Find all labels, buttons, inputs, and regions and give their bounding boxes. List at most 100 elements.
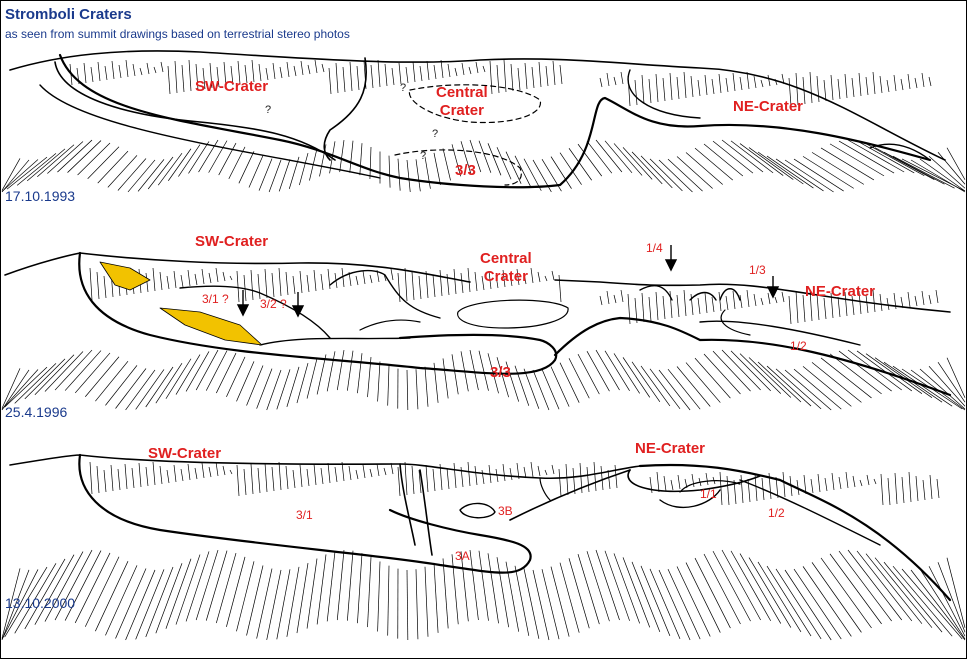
wall-hatch-line — [222, 465, 226, 476]
hatch-line — [658, 569, 691, 641]
wall-hatch-line — [613, 76, 617, 86]
panel-1996-crater-3-1-label: 3/1 ? — [202, 292, 229, 306]
hatch-line — [586, 351, 610, 392]
wall-hatch-line — [809, 289, 813, 322]
hatch-line — [712, 550, 751, 622]
panel-1996-crater-1-4-label: 1/4 — [646, 241, 663, 255]
wall-hatch-line — [187, 269, 191, 287]
hatch-line — [1, 158, 21, 191]
hatch-line — [523, 568, 540, 639]
hatch-line — [811, 362, 862, 403]
wall-hatch-line — [552, 60, 556, 86]
wall-hatch-line — [858, 72, 862, 97]
hatch-line — [195, 349, 219, 391]
wall-hatch-line — [244, 64, 248, 84]
wall-hatch-line — [879, 75, 883, 94]
wall-hatch-line — [838, 476, 842, 490]
wall-hatch-line — [258, 63, 262, 82]
hatch-line — [359, 143, 363, 176]
hatch-line — [550, 566, 570, 637]
hatch-line — [74, 352, 111, 394]
hatch-line — [195, 549, 219, 621]
wall-hatch-line — [250, 463, 254, 495]
wall-hatch-line — [110, 464, 114, 492]
panel-2000-crater-3b-label: 3B — [498, 504, 513, 518]
panel-1993-crater-3-3-label: 3/3 — [455, 162, 476, 179]
wall-hatch-line — [104, 65, 108, 81]
wall-hatch-line — [894, 472, 898, 505]
wall-hatch-line — [503, 59, 507, 93]
hatch-line — [829, 353, 882, 395]
hatch-line — [604, 350, 630, 391]
wall-hatch-line — [531, 66, 535, 89]
hatch-line — [730, 350, 771, 392]
wall-hatch-line — [620, 71, 624, 85]
hatch-line — [460, 551, 469, 622]
wall-hatch-line — [383, 467, 387, 476]
hatch-line — [523, 368, 540, 409]
wall-hatch-line — [173, 464, 177, 483]
hatch-line — [622, 557, 651, 628]
wall-hatch-line — [292, 275, 296, 295]
hatch-line — [784, 569, 832, 641]
hatch-line — [757, 561, 802, 633]
wall-hatch-line — [740, 474, 744, 504]
hatch-line — [685, 362, 721, 403]
wall-hatch-line — [922, 479, 926, 501]
hatch-line — [622, 357, 651, 398]
panel-1993-sw-crater-label: SW-Crater — [195, 78, 269, 95]
wall-hatch-line — [725, 77, 729, 93]
hatch-line — [388, 155, 391, 188]
wall-hatch-line — [215, 461, 219, 477]
wall-hatch-line — [180, 468, 184, 482]
wall-hatch-line — [886, 79, 890, 93]
hatch-line — [256, 368, 273, 409]
wall-hatch-line — [656, 471, 660, 493]
hatch-line — [919, 568, 966, 640]
hatch-line — [1, 369, 39, 410]
wall-hatch-line — [370, 64, 374, 89]
wall-hatch-line — [669, 72, 673, 101]
hatch-line — [838, 350, 892, 392]
hatch-line — [85, 356, 120, 397]
wall-hatch-line — [355, 275, 359, 286]
wall-hatch-line — [236, 270, 240, 303]
wall-hatch-line — [341, 461, 345, 482]
wall-hatch-line — [230, 65, 234, 86]
hatch-line — [95, 561, 129, 632]
hatch-line — [766, 365, 812, 407]
wall-hatch-line — [614, 464, 618, 489]
hatch-line — [739, 143, 784, 176]
wall-hatch-line — [844, 291, 848, 317]
wall-hatch-line — [545, 65, 549, 87]
panel-2000-crater-1-1-label: 1/1 — [700, 487, 717, 501]
hatch-line — [460, 141, 472, 174]
hatch-line — [64, 350, 102, 391]
hatch-line — [487, 143, 502, 176]
hatch-line — [766, 565, 812, 637]
wall-hatch-line — [551, 464, 555, 475]
hatch-line — [336, 549, 345, 621]
wall-hatch-line — [866, 474, 870, 486]
panel-1996-central-crater-label: Central Crater — [480, 250, 532, 285]
wall-hatch-line — [488, 270, 492, 290]
wall-hatch-line — [369, 468, 373, 478]
wall-hatch-line — [96, 465, 100, 494]
wall-hatch-line — [662, 295, 666, 320]
wall-hatch-line — [831, 472, 835, 491]
wall-hatch-line — [223, 61, 227, 87]
wall-hatch-line — [425, 270, 429, 299]
hatch-line — [892, 155, 955, 189]
hatch-line — [316, 354, 327, 395]
wall-hatch-line — [461, 62, 465, 76]
panel-1996-outlines — [4, 251, 952, 397]
hatch-line — [577, 353, 600, 395]
wall-hatch-line — [194, 273, 198, 286]
wall-hatch-line — [209, 62, 213, 89]
wall-hatch-line — [187, 463, 191, 481]
hatch-line — [84, 556, 120, 627]
wall-hatch-line — [599, 295, 603, 306]
wall-hatch-line — [208, 466, 212, 478]
panel-2000-crater-3-1-label: 3/1 — [296, 508, 313, 522]
